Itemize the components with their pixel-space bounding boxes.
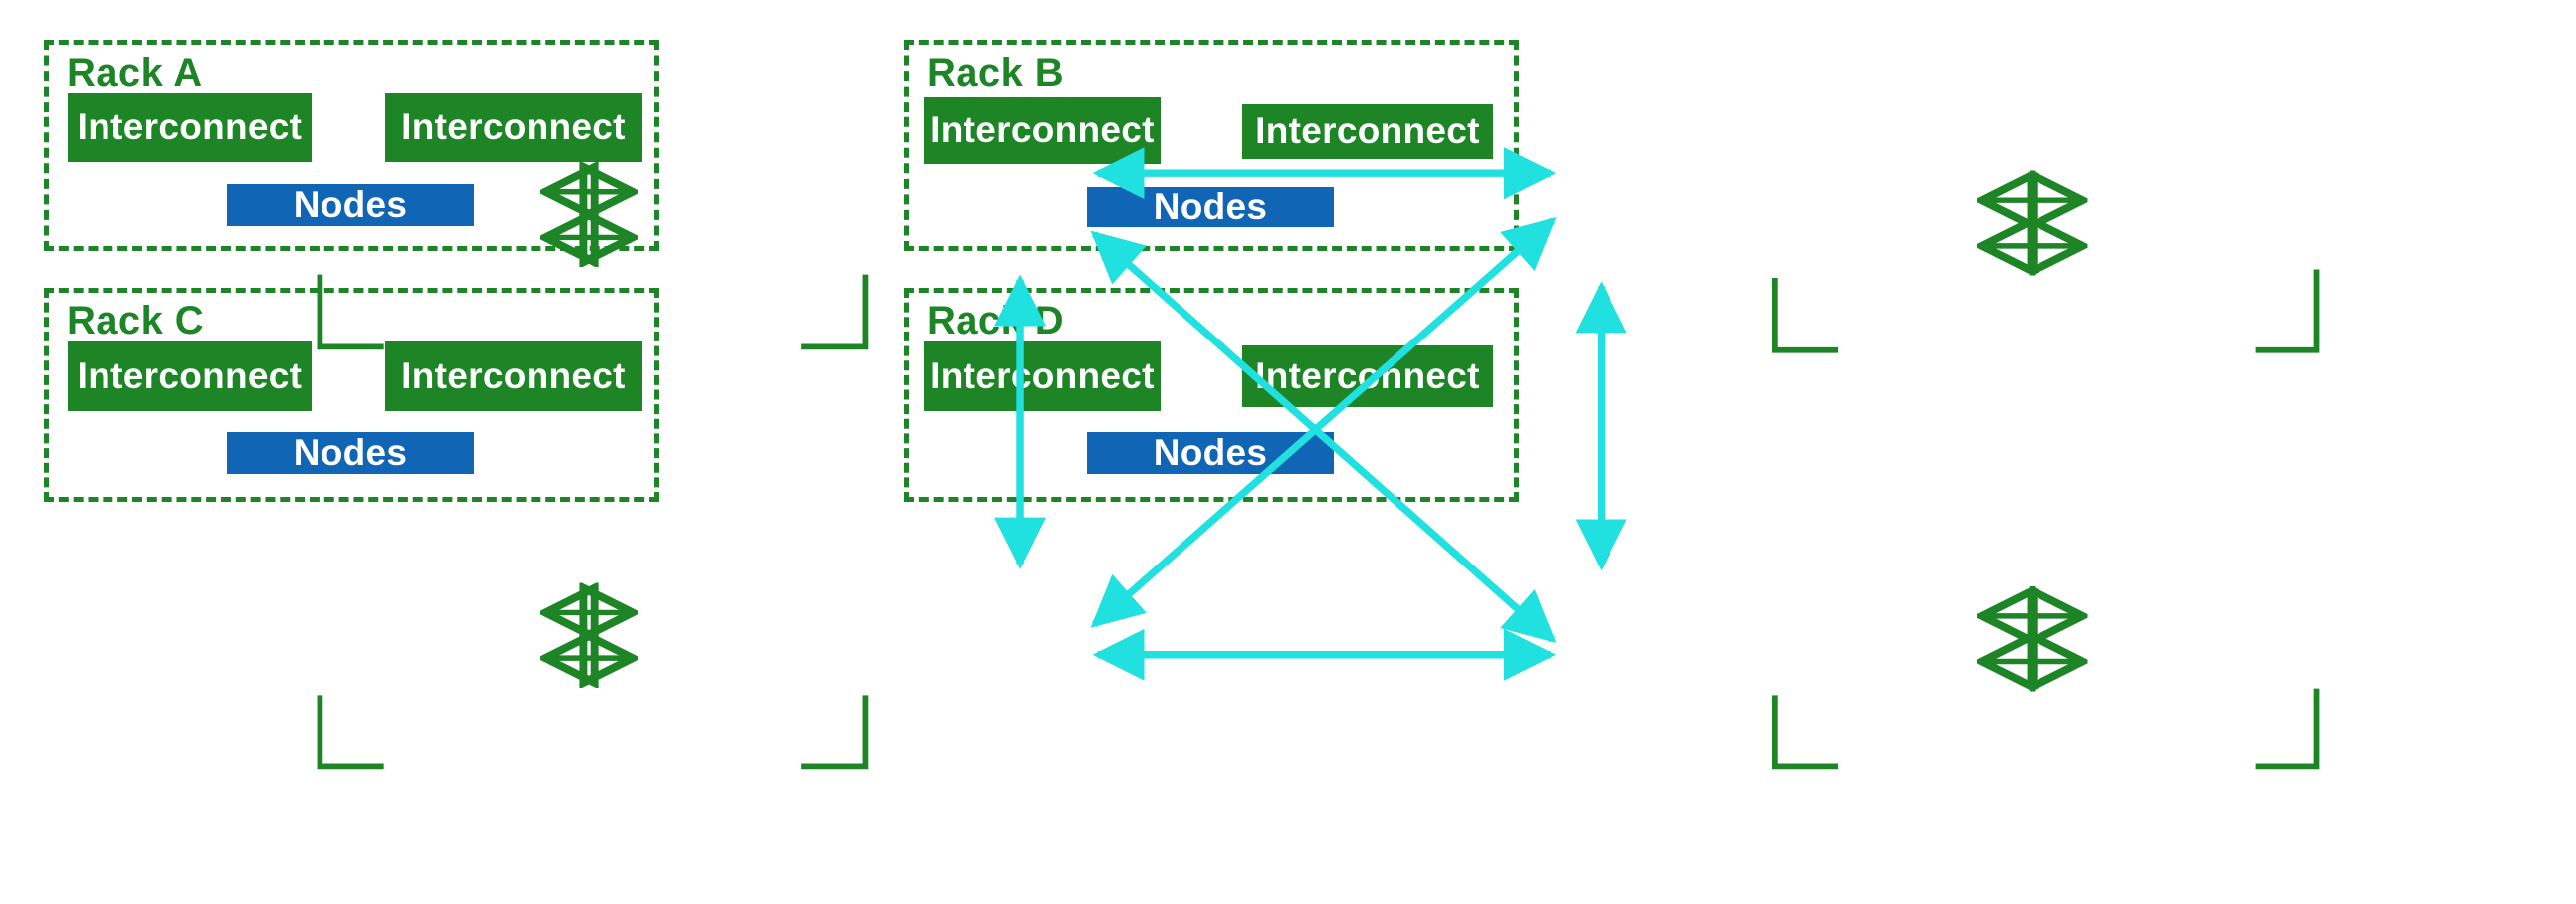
rack-d-interconnect-left[interactable]: Interconnect (924, 341, 1161, 411)
rack-d-nodes-connector-left (1771, 695, 1839, 770)
intra-rack-link-d (1982, 616, 2082, 662)
rack-c-interconnect-right-label: Interconnect (401, 355, 626, 396)
rack-b-interconnect-left[interactable]: Interconnect (924, 97, 1161, 164)
rack-c-interconnect-left-label: Interconnect (77, 355, 303, 396)
rack-a-nodes-connector-right (801, 274, 869, 350)
rack-b-interconnect-left-label: Interconnect (930, 110, 1155, 150)
rack-b-nodes-connector-right (2255, 269, 2320, 353)
rack-label-a: Rack A (67, 51, 203, 95)
rack-d-nodes-label: Nodes (1153, 432, 1268, 473)
rack-c-interconnect-right[interactable]: Interconnect (385, 341, 642, 411)
rack-b-interconnect-right[interactable]: Interconnect (1242, 104, 1493, 159)
intra-rack-link-c (545, 612, 633, 658)
rack-d-interconnect-left-label: Interconnect (930, 355, 1155, 396)
rack-a-interconnect-right[interactable]: Interconnect (385, 93, 642, 162)
rack-b-nodes[interactable]: Nodes (1087, 186, 1334, 227)
rack-label-d: Rack D (927, 299, 1065, 342)
rack-a-interconnect-left[interactable]: Interconnect (68, 93, 312, 162)
intra-rack-link-b (1982, 200, 2082, 246)
rack-c-nodes-connector-left (317, 695, 384, 770)
rack-a-nodes-label: Nodes (293, 184, 408, 225)
rack-b-nodes-connector-left (1771, 277, 1839, 353)
rack-d-interconnect-right-label: Interconnect (1255, 355, 1480, 396)
rack-b-nodes-label: Nodes (1153, 186, 1268, 227)
rack-c-nodes[interactable]: Nodes (227, 432, 474, 474)
rack-a-interconnect-left-label: Interconnect (77, 107, 303, 147)
rack-container-a[interactable]: Rack A (44, 40, 659, 251)
rack-d-interconnect-right[interactable]: Interconnect (1242, 345, 1493, 407)
rack-c-nodes-label: Nodes (293, 432, 408, 473)
rack-a-interconnect-right-label: Interconnect (401, 107, 626, 147)
rack-b-interconnect-right-label: Interconnect (1255, 111, 1480, 151)
rack-d-nodes-connector-right (2255, 688, 2320, 770)
rack-d-nodes[interactable]: Nodes (1087, 432, 1334, 474)
rack-label-b: Rack B (927, 51, 1065, 95)
rack-c-nodes-connector-right (801, 695, 869, 770)
rack-label-c: Rack C (67, 299, 205, 342)
rack-a-nodes[interactable]: Nodes (227, 184, 474, 226)
rack-c-interconnect-left[interactable]: Interconnect (68, 341, 312, 411)
